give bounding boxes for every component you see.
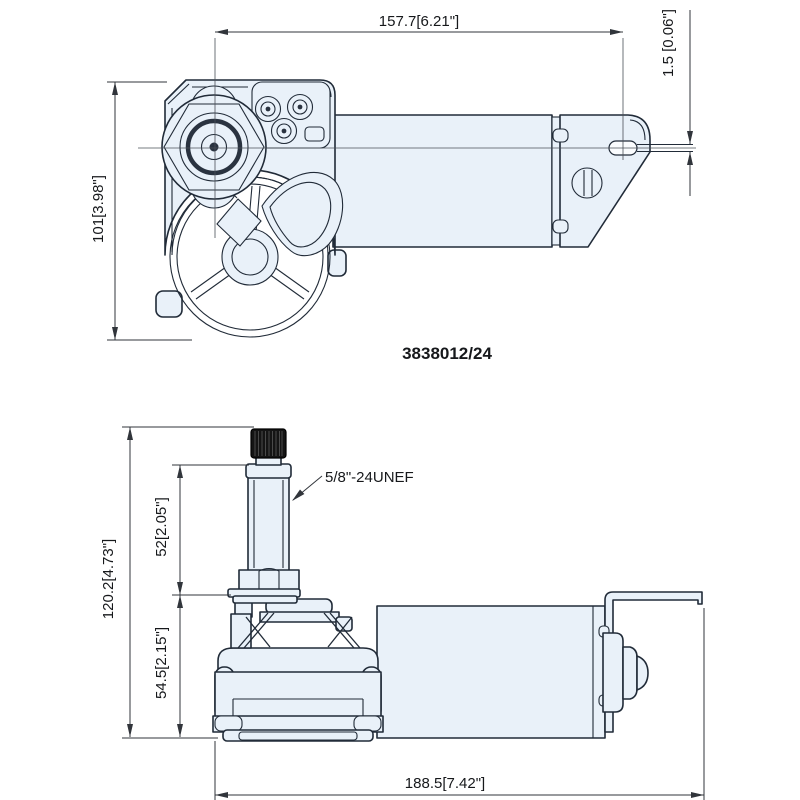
side-view-part: 5/8"-24UNEF — [212, 428, 703, 742]
thread-label: 5/8"-24UNEF — [325, 469, 414, 486]
dim-label-overall-height: 120.2[4.73"] — [100, 539, 117, 619]
dim-label-length: 188.5[7.42"] — [405, 775, 485, 792]
dim-label-shaft-height: 52[2.05"] — [153, 497, 170, 557]
part-number-label: 3838012/24 — [402, 344, 492, 363]
dim-label-gearbox-height: 54.5[2.15"] — [153, 627, 170, 699]
output-shaft-assembly — [227, 428, 301, 604]
dim-label-tab: 1.5 [0.06"] — [660, 9, 677, 77]
through-bolt-bottom — [552, 219, 569, 234]
crank-arm — [212, 171, 344, 257]
connector-terminals — [254, 93, 314, 145]
connector-key-tab — [304, 126, 325, 142]
gearbox-base-plate — [222, 729, 374, 742]
through-bolt-top — [552, 128, 569, 143]
top-view-part — [155, 79, 693, 338]
motor-body-side — [376, 605, 606, 739]
hex-nut — [238, 569, 300, 591]
top-view: 157.7[6.21"] 101[3.98"] 1.5 [0.06"] — [90, 9, 696, 341]
output-shaft-boss — [161, 85, 267, 209]
motor-body-top — [332, 114, 553, 248]
housing-right-tab — [327, 249, 347, 277]
side-view: 5/8"-24UNEF 120.2[4.73"] 52[2.05"] 54. — [100, 426, 705, 800]
motor-end-bell — [602, 632, 649, 713]
side-view-dimensions: 120.2[4.73"] 52[2.05"] 54.5[2.15"] 188.5… — [100, 426, 705, 800]
adjuster-screw — [571, 167, 603, 199]
dim-label-height: 101[3.98"] — [90, 175, 107, 243]
top-view-dimensions: 157.7[6.21"] 101[3.98"] 1.5 [0.06"] — [90, 9, 696, 341]
mounting-bracket-side — [604, 591, 703, 733]
gearbox-side — [212, 598, 384, 742]
drive-wheel — [169, 176, 331, 338]
housing-left-tab — [155, 290, 183, 318]
dim-label-width: 157.7[6.21"] — [379, 13, 459, 30]
